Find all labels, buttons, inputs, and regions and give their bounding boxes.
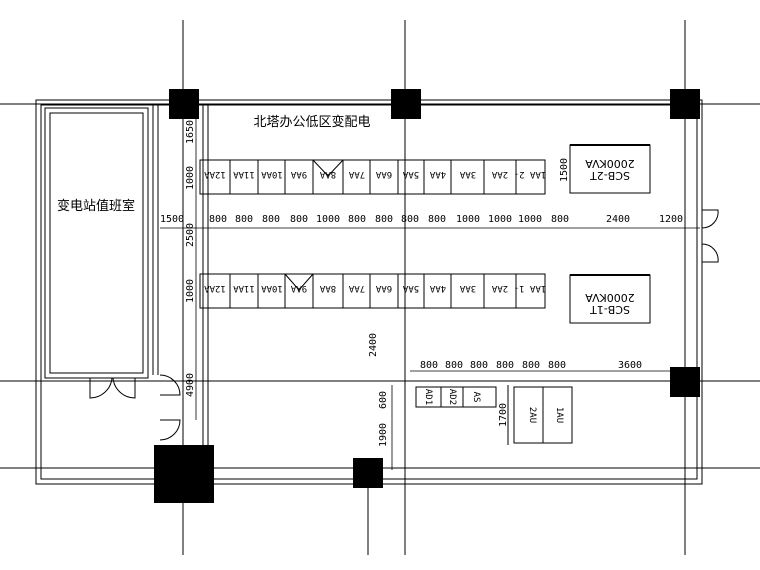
cabinet-b-6: 6AA — [375, 283, 392, 293]
cabinet-2au: 2AU — [527, 407, 537, 423]
cabinet-1au: 1AU — [554, 407, 564, 423]
vertical-dims: 1650 1000 1500 2500 1000 2400 4900 600 1… — [185, 120, 570, 447]
cabinet-a-4: 4AA — [429, 169, 446, 179]
small-cabinets — [415, 385, 573, 445]
transformer-2-rating: 2000KVA — [585, 157, 635, 170]
cabinet-a-3: 3AA — [459, 169, 476, 179]
page-title: 北塔办公低区变配电 — [253, 114, 370, 130]
dim-aisle: 1000 — [518, 214, 542, 225]
dim-lower: 800 — [420, 360, 438, 371]
cabinet-a-9: 9AA — [290, 169, 307, 179]
dimension-lines — [160, 110, 700, 470]
dim-1700: 1700 — [498, 403, 509, 427]
dim-aisle: 2400 — [606, 214, 630, 225]
structural-columns — [154, 89, 700, 503]
cabinet-b-3: 3AA — [459, 283, 476, 293]
walls — [35, 99, 703, 485]
small-cabinet-labels: AD1 AD2 AS 2AU 1AU — [423, 389, 564, 423]
row-b-labels: 12AA 11AA 10AA 9AA 8AA 7AA 6AA 5AA 4AA 3… — [204, 283, 547, 293]
dim-row-a-1500: 1500 — [559, 158, 570, 182]
cabinet-a-8: 8AA — [319, 169, 336, 179]
transformer-2-name: SCB-2T — [590, 169, 630, 182]
dim-4900: 4900 — [185, 373, 196, 397]
cabinet-b-11: 11AA — [233, 283, 255, 293]
dim-aisle: 800 — [235, 214, 253, 225]
dim-lower: 800 — [548, 360, 566, 371]
dim-row-a-1000: 1000 — [185, 166, 196, 190]
dim-aisle: 800 — [375, 214, 393, 225]
dim-aisle: 800 — [209, 214, 227, 225]
room-label: 变电站值班室 — [57, 198, 135, 214]
dim-right-3600: 3600 — [618, 360, 642, 371]
cabinet-a-11: 11AA — [233, 169, 255, 179]
cabinet-a-5: 5AA — [402, 169, 419, 179]
dim-lower: 800 — [496, 360, 514, 371]
cabinet-row-b — [199, 273, 546, 309]
cabinet-b-2: 2AA — [491, 283, 508, 293]
cabinet-b-1: 1AA 1- — [514, 283, 547, 293]
cabinet-a-10: 10AA — [261, 169, 283, 179]
dim-aisle: 1000 — [456, 214, 480, 225]
dim-1900: 1900 — [378, 423, 389, 447]
dim-1650: 1650 — [185, 120, 196, 144]
cabinet-a-6: 6AA — [375, 169, 392, 179]
cabinet-ad1: AD1 — [423, 389, 433, 405]
dim-lower: 800 — [522, 360, 540, 371]
row-a-labels: 12AA 11AA 10AA 9AA 8AA 7AA 6AA 5AA 4AA 3… — [204, 169, 547, 179]
cabinet-a-12: 12AA — [204, 169, 226, 179]
cabinet-a-7: 7AA — [348, 169, 365, 179]
dim-2400: 2400 — [368, 333, 379, 357]
dim-aisle: 800 — [290, 214, 308, 225]
cabinet-row-a — [199, 159, 546, 195]
cabinet-b-5: 5AA — [402, 283, 419, 293]
dim-aisle: 800 — [262, 214, 280, 225]
transformer-1-name: SCB-1T — [590, 303, 630, 316]
cabinet-b-12: 12AA — [204, 283, 226, 293]
dim-600: 600 — [378, 391, 389, 409]
cabinet-b-8: 8AA — [319, 283, 336, 293]
doors — [89, 209, 719, 441]
cabinet-b-4: 4AA — [429, 283, 446, 293]
cabinet-b-9: 9AA — [290, 283, 307, 293]
dim-aisle: 800 — [551, 214, 569, 225]
transformer-1-rating: 2000KVA — [585, 291, 635, 304]
dim-left-1500: 1500 — [160, 214, 184, 225]
dim-aisle: 800 — [401, 214, 419, 225]
dim-aisle: 1000 — [316, 214, 340, 225]
dim-lower: 800 — [445, 360, 463, 371]
dim-2500: 2500 — [185, 223, 196, 247]
dim-aisle: 1000 — [488, 214, 512, 225]
cabinet-b-7: 7AA — [348, 283, 365, 293]
aisle-dims: 1500 800 800 800 800 1000 800 800 800 80… — [160, 214, 683, 225]
cabinet-as: AS — [471, 392, 481, 403]
dim-row-b-1000: 1000 — [185, 279, 196, 303]
dim-aisle: 800 — [428, 214, 446, 225]
cabinet-a-1: 1AA 2- — [514, 169, 547, 179]
dim-lower: 800 — [470, 360, 488, 371]
cabinet-ad2: AD2 — [447, 389, 457, 405]
cabinet-b-10: 10AA — [261, 283, 283, 293]
cabinet-a-2: 2AA — [491, 169, 508, 179]
dim-aisle: 800 — [348, 214, 366, 225]
transformer-labels: SCB-2T 2000KVA SCB-1T 2000KVA — [585, 157, 635, 316]
transformers — [569, 144, 651, 324]
dim-right-1200: 1200 — [659, 214, 683, 225]
lower-dims: 800 800 800 800 800 800 3600 — [420, 360, 642, 371]
